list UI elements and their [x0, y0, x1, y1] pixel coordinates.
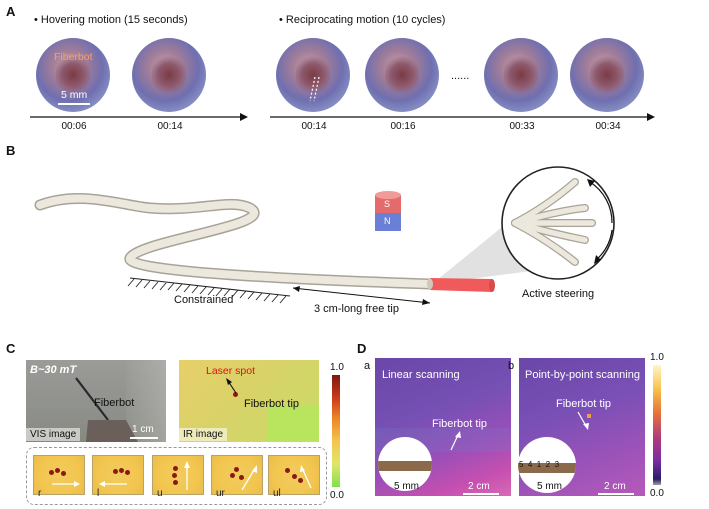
d-b-scale-bar: [598, 493, 634, 495]
reciprocation-arrow: [309, 76, 320, 102]
d-a-tip-label: Fiberbot tip: [432, 418, 488, 430]
fiberbot-schematic: [34, 166, 615, 305]
sub-label-ul: ul: [273, 488, 281, 499]
colorbar-d-min: 0.0: [650, 488, 664, 499]
magnet-n-label: N: [384, 216, 391, 226]
frame-recip-3: [484, 38, 558, 112]
point-scanning-title: Point-by-point scanning: [525, 369, 640, 381]
d-a-scale: 2 cm: [468, 481, 490, 492]
panel-a-letter: A: [6, 4, 16, 19]
time-label: 00:16: [390, 121, 416, 132]
colorbar-c: [332, 375, 340, 487]
magnet-s-label: S: [384, 199, 391, 209]
d-b-letter: b: [508, 360, 515, 372]
colorbar-c-min: 0.0: [330, 490, 344, 501]
ir-image: [179, 360, 319, 442]
frame-recip-1: [276, 38, 350, 112]
sub-label-u: u: [157, 488, 163, 499]
hovering-title: • Hovering motion (15 seconds): [34, 14, 188, 26]
sub-images-frame: [26, 447, 327, 505]
vis-scale-label: 1 cm: [132, 424, 154, 435]
panel-d-letter: D: [357, 341, 367, 356]
vis-image-label: VIS image: [26, 428, 81, 441]
sub-image-u: [152, 455, 204, 495]
panel-c-letter: C: [6, 341, 16, 356]
laser-arrow: [226, 378, 237, 394]
colorbar-d: [653, 365, 661, 485]
sub-image-ul: [268, 455, 320, 495]
d-a-inset: [378, 437, 432, 491]
sub-image-r: [33, 455, 85, 495]
d-b-inset: [518, 437, 576, 493]
d-a-tip-arrow: [450, 431, 461, 451]
d-a-scale-bar: [463, 493, 499, 495]
sub-image-l: [92, 455, 144, 495]
ir-image-label: IR image: [179, 428, 228, 441]
laser-spot-label: Laser spot: [206, 365, 256, 377]
fiberbot-label-a: Fiberbot: [54, 51, 93, 63]
frame-recip-4: [570, 38, 644, 112]
vis-scale-bar: [130, 437, 158, 439]
sub-label-r: r: [38, 488, 42, 499]
field-label: B~30 mT: [30, 364, 77, 376]
frame-hover-1: [36, 38, 110, 112]
scale-label-a: 5 mm: [61, 89, 88, 101]
active-steering-label: Active steering: [522, 288, 595, 300]
free-tip-label: 3 cm-long free tip: [314, 303, 399, 315]
d-b-tip-label: Fiberbot tip: [556, 398, 612, 410]
d-b-scale: 2 cm: [604, 481, 626, 492]
colorbar-d-max: 1.0: [650, 352, 664, 363]
d-b-tip-arrow: [577, 411, 589, 430]
constrained-label: Constrained: [174, 294, 234, 306]
time-label: 00:06: [61, 121, 87, 132]
d-a-inset-scale: 5 mm: [394, 481, 419, 492]
vis-fiberbot-label: Fiberbot: [94, 397, 135, 409]
sub-label-ur: ur: [216, 488, 225, 499]
frame-hover-2: [132, 38, 206, 112]
frame-recip-2: [365, 38, 439, 112]
time-label: 00:14: [157, 121, 183, 132]
time-label: 00:34: [595, 121, 621, 132]
colorbar-c-max: 1.0: [330, 362, 344, 373]
time-label: 00:33: [509, 121, 535, 132]
d-b-inset-numbers: 5 4 1 2 3: [519, 460, 560, 469]
scale-bar-a: [58, 103, 90, 105]
time-label: 00:14: [301, 121, 327, 132]
d-b-inset-scale: 5 mm: [537, 481, 562, 492]
linear-scanning-title: Linear scanning: [382, 369, 460, 381]
ellipsis: ......: [451, 70, 470, 82]
d-a-letter: a: [364, 360, 371, 372]
timeline-axes: [30, 113, 655, 121]
ir-fiberbot-tip-label: Fiberbot tip: [244, 398, 300, 410]
panel-b-letter: B: [6, 143, 16, 158]
sub-image-ur: [211, 455, 263, 495]
reciprocating-title: • Reciprocating motion (10 cycles): [279, 14, 446, 26]
sub-label-l: l: [97, 488, 100, 499]
